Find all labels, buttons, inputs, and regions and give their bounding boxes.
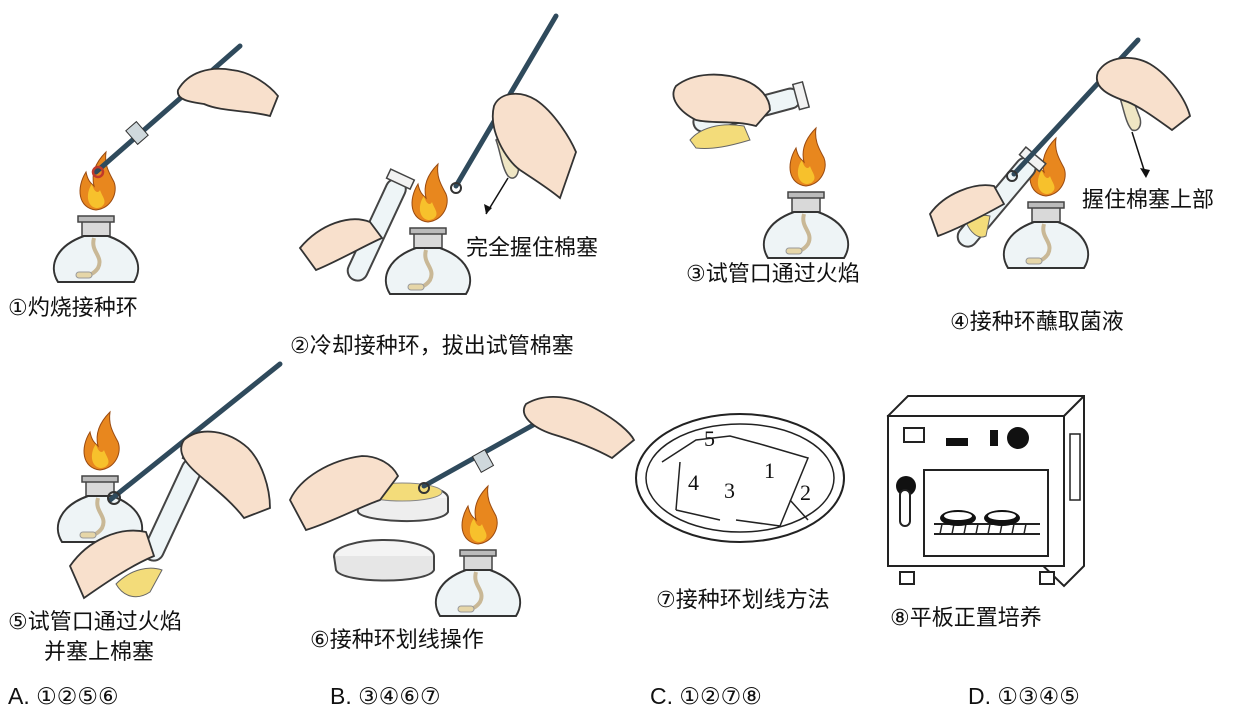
- step-4-label: ④接种环蘸取菌液: [950, 310, 1124, 335]
- option-a[interactable]: A. ①②⑤⑥: [8, 682, 119, 710]
- option-b-text: ③④⑥⑦: [358, 683, 441, 709]
- step-5-label-line2: 并塞上棉塞: [44, 640, 155, 665]
- option-b[interactable]: B. ③④⑥⑦: [330, 682, 441, 710]
- option-c-letter: C.: [650, 683, 673, 709]
- option-b-letter: B.: [330, 683, 352, 709]
- option-d-letter: D.: [968, 683, 991, 709]
- step-5-label-line1: ⑤试管口通过火焰: [8, 610, 182, 635]
- panel-7-streak-pattern: [635, 413, 845, 543]
- panel-1-burning-loop: [51, 43, 280, 284]
- step-8-label: ⑧平板正置培养: [890, 606, 1042, 631]
- streak-region-5: 5: [704, 426, 715, 451]
- step-7-label: ⑦接种环划线方法: [656, 588, 830, 613]
- step-4-annotation: 握住棉塞上部: [1082, 188, 1215, 213]
- panel-3-tube-through-flame: [672, 73, 851, 260]
- streak-region-4: 4: [688, 470, 699, 495]
- option-c-text: ①②⑦⑧: [679, 683, 762, 709]
- step-1-label: ①灼烧接种环: [8, 296, 138, 321]
- panel-4-dip-culture: [928, 37, 1192, 270]
- panel-8-incubator: [886, 395, 1085, 588]
- streak-region-1: 1: [764, 458, 775, 483]
- step-3-label: ③试管口通过火焰: [686, 262, 860, 287]
- streak-region-2: 2: [800, 480, 811, 505]
- step-2-label: ②冷却接种环，拔出试管棉塞: [290, 334, 574, 359]
- panel-5-close-tube: [55, 361, 283, 600]
- step-2-annotation: 完全握住棉塞: [466, 236, 599, 261]
- step-6-label: ⑥接种环划线操作: [310, 628, 484, 653]
- panel-6-streaking: [288, 396, 636, 618]
- streak-region-3: 3: [724, 478, 735, 503]
- panel-2-cool-loop: [298, 13, 577, 296]
- option-a-text: ①②⑤⑥: [36, 683, 119, 709]
- option-c[interactable]: C. ①②⑦⑧: [650, 682, 762, 710]
- option-d[interactable]: D. ①③④⑤: [968, 682, 1080, 710]
- option-a-letter: A.: [8, 683, 30, 709]
- option-d-text: ①③④⑤: [997, 683, 1080, 709]
